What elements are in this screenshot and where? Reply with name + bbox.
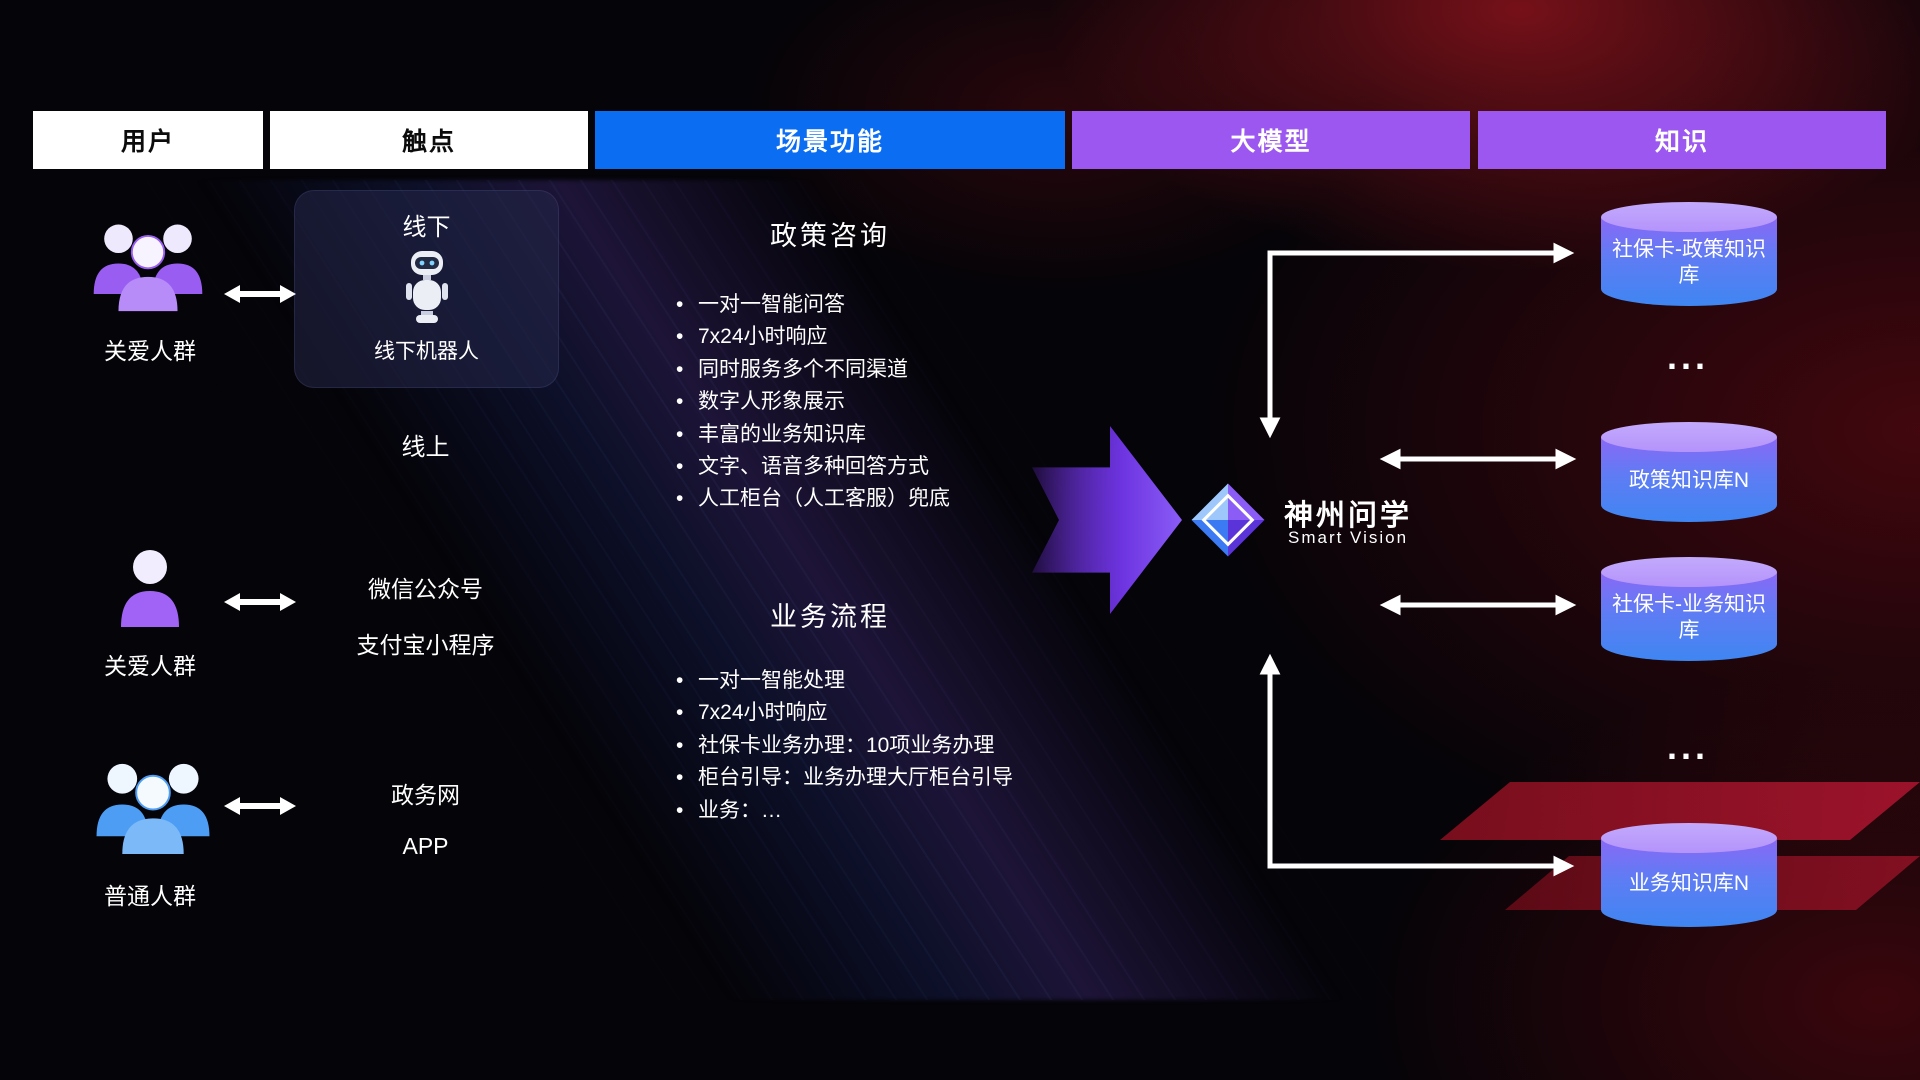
offline-touchpoint-card: 线下 线下机器人: [294, 190, 559, 388]
header-users: 用户: [33, 111, 263, 169]
cylinder-top: [1601, 823, 1777, 853]
knowledge-ellipsis-2: ...: [1666, 726, 1709, 767]
knowledge-db-label: 政策知识库N: [1628, 469, 1750, 492]
model-name: 神州问学: [1284, 500, 1413, 532]
scenario-title-policy: 政策咨询: [770, 221, 890, 251]
header-model: 大模型: [1072, 111, 1470, 169]
users-group-general-icon: [86, 753, 220, 862]
scenario-item: 一对一智能处理: [672, 665, 1013, 698]
knowledge-db-label: 业务知识库N: [1628, 872, 1750, 895]
knowledge-db-business-shebao: 社保卡-业务知识库: [1601, 557, 1777, 661]
scenario-list-policy: 一对一智能问答 7x24小时响应 同时服务多个不同渠道 数字人形象展示 丰富的业…: [672, 289, 950, 516]
knowledge-ellipsis-1: ...: [1666, 336, 1709, 377]
channel-alipay: 支付宝小程序: [356, 632, 495, 658]
double-arrow-icon: [224, 280, 296, 313]
online-label: 线上: [401, 434, 450, 461]
double-arrow-icon: [224, 588, 296, 621]
user-label-general: 普通人群: [104, 883, 196, 909]
scenario-item: 文字、语音多种回答方式: [672, 451, 950, 484]
scenario-item: 一对一智能问答: [672, 289, 950, 322]
channel-gov-web: 政务网: [391, 782, 460, 808]
double-arrow-icon: [224, 792, 296, 825]
user-label-care-1: 关爱人群: [104, 338, 196, 364]
knowledge-db-policy-shebao: 社保卡-政策知识库: [1601, 202, 1777, 306]
scenario-item: 数字人形象展示: [672, 386, 950, 419]
scenario-item: 丰富的业务知识库: [672, 419, 950, 452]
user-label-care-2: 关爱人群: [104, 653, 196, 679]
header-scenarios: 场景功能: [595, 111, 1065, 169]
channel-wechat: 微信公众号: [368, 576, 483, 602]
scenario-list-business: 一对一智能处理 7x24小时响应 社保卡业务办理：10项业务办理 柜台引导：业务…: [672, 665, 1013, 827]
scenario-item: 社保卡业务办理：10项业务办理: [672, 730, 1013, 763]
offline-robot-label: 线下机器人: [374, 340, 479, 363]
cylinder-top: [1601, 422, 1777, 452]
scenario-item: 柜台引导：业务办理大厅柜台引导: [672, 762, 1013, 795]
knowledge-db-label: 社保卡-业务知识库: [1612, 593, 1766, 642]
cylinder-top: [1601, 202, 1777, 232]
robot-icon: [399, 249, 455, 330]
knowledge-db-policy-n: 政策知识库N: [1601, 422, 1777, 522]
scenario-item: 同时服务多个不同渠道: [672, 354, 950, 387]
channel-app: APP: [402, 833, 449, 859]
model-logo-icon: [1190, 482, 1266, 563]
model-subtitle: Smart Vision: [1288, 528, 1409, 547]
scenario-title-business: 业务流程: [770, 602, 890, 632]
scenario-item: 业务：…: [672, 795, 1013, 828]
scenario-item: 7x24小时响应: [672, 321, 950, 354]
offline-title: 线下: [402, 214, 451, 241]
knowledge-db-business-n: 业务知识库N: [1601, 823, 1777, 927]
scenario-item: 人工柜台（人工客服）兜底: [672, 483, 950, 516]
header-touchpoints: 触点: [270, 111, 588, 169]
cylinder-top: [1601, 557, 1777, 587]
header-knowledge: 知识: [1478, 111, 1886, 169]
user-person-care-icon: [115, 545, 185, 634]
users-group-care-icon: [86, 214, 210, 319]
scenario-item: 7x24小时响应: [672, 697, 1013, 730]
knowledge-db-label: 社保卡-政策知识库: [1612, 238, 1766, 287]
